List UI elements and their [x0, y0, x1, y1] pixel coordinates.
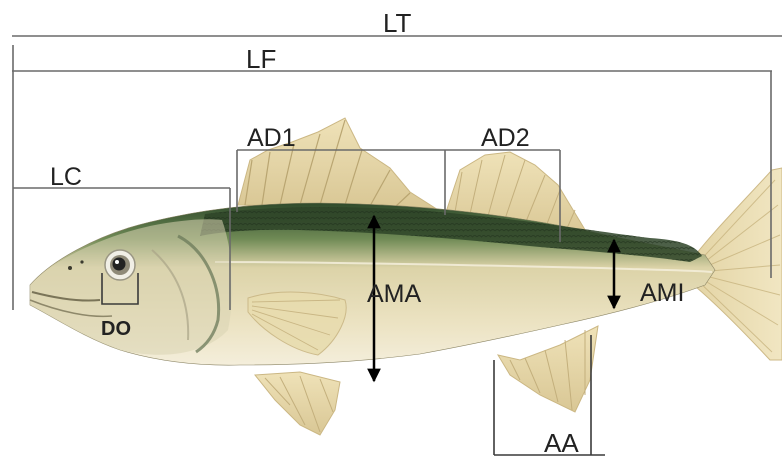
label-ami: AMI [640, 279, 684, 307]
label-lt: LT [383, 8, 412, 38]
label-ad1: AD1 [247, 124, 296, 152]
label-ama: AMA [367, 280, 422, 308]
label-lc: LC [50, 163, 82, 191]
head [30, 219, 232, 355]
eye [105, 250, 135, 280]
label-ad2: AD2 [481, 124, 530, 152]
label-lf: LF [246, 44, 276, 74]
anal-fin [498, 326, 598, 412]
fish-illustration [30, 118, 782, 435]
label-do: DO [101, 318, 131, 340]
label-aa: AA [544, 428, 579, 457]
